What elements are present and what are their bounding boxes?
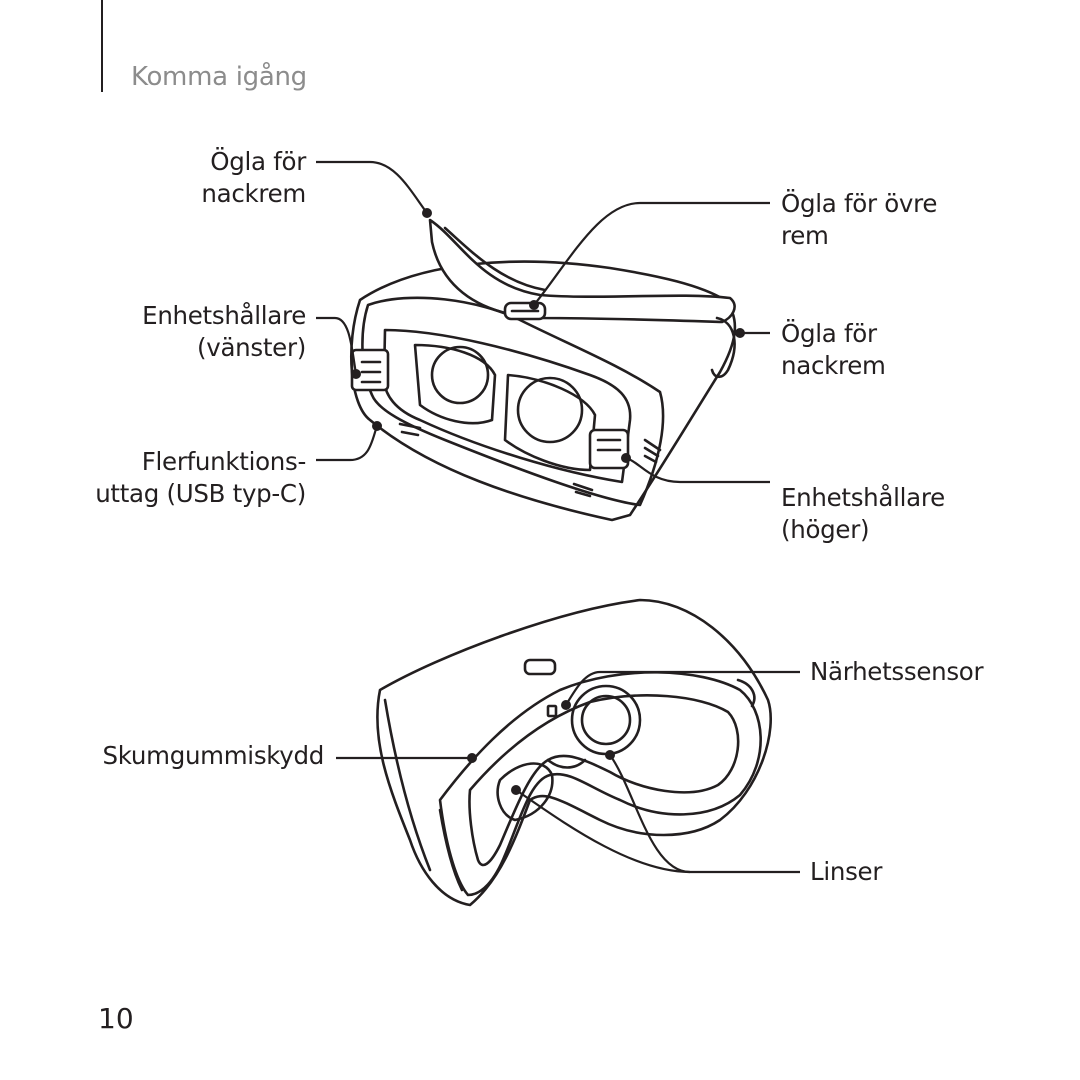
callout-dot [605,750,615,760]
callout-lines [316,160,800,874]
callout-line-usb-port [316,425,379,462]
callout-line-neck-loop-left [316,160,428,214]
callout-dot [621,453,631,463]
label-proximity-sensor: Närhetssensor [810,657,984,686]
headset-front-view [350,218,737,522]
callout-line-lenses-b [515,789,691,874]
label-neck-strap-loop-left: Ögla för nackrem [201,147,306,208]
callout-dot [529,300,539,310]
callout-dot [467,753,477,763]
page-number: 10 [98,1002,134,1035]
label-device-holder-left: Enhetshållare (vänster) [142,301,306,362]
label-foam-cushion: Skumgummiskydd [102,741,325,770]
label-neck-strap-loop-right: Ögla för nackrem [781,319,886,380]
callout-dot [351,369,361,379]
callout-dot [735,328,745,338]
callout-line-top-loop [533,201,770,306]
label-device-holder-right: Enhetshållare (höger) [781,483,945,544]
callout-line-proximity-sensor [565,670,800,706]
headset-rear-view [376,598,772,907]
callout-dot [561,700,571,710]
callout-line-holder-left [316,316,358,375]
callout-dot [372,421,382,431]
label-lenses: Linser [810,857,883,886]
callout-dots [351,208,745,795]
callout-dot [422,208,432,218]
label-top-strap-loop: Ögla för övre rem [781,189,938,250]
callout-dot [511,785,521,795]
section-title: Komma igång [131,62,307,92]
label-usb-port: Flerfunktions- uttag (USB typ-C) [95,447,306,508]
header-rule [101,0,103,92]
